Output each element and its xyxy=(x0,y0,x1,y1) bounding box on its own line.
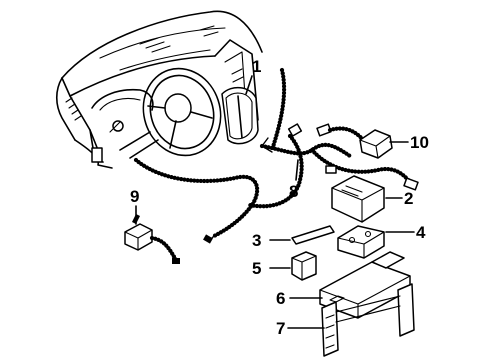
part-10-sensor xyxy=(359,129,393,159)
part-3-bracket-strap xyxy=(291,225,335,245)
part-9-sensor xyxy=(124,214,180,264)
wiring-harness xyxy=(133,67,419,244)
callout-8: 8 xyxy=(289,182,298,201)
callout-2: 2 xyxy=(404,189,413,208)
part-4-bracket xyxy=(337,225,385,259)
callout-3: 3 xyxy=(252,231,261,250)
callout-7: 7 xyxy=(276,319,285,338)
callout-4: 4 xyxy=(416,223,426,242)
leader-lines xyxy=(135,75,415,329)
callout-5: 5 xyxy=(252,259,261,278)
callout-6: 6 xyxy=(276,289,285,308)
part-5-clip xyxy=(291,251,317,281)
callout-labels: 1 10 2 4 3 5 6 7 8 9 xyxy=(130,57,429,338)
dashboard-illustration xyxy=(55,10,263,169)
part-7-base-bracket xyxy=(321,283,415,357)
part-2-control-module xyxy=(331,175,385,223)
callout-9: 9 xyxy=(130,187,139,206)
callout-10: 10 xyxy=(410,133,429,152)
part-1-airbag-module xyxy=(221,86,259,145)
callout-1: 1 xyxy=(252,57,261,76)
steering-wheel xyxy=(119,67,222,159)
